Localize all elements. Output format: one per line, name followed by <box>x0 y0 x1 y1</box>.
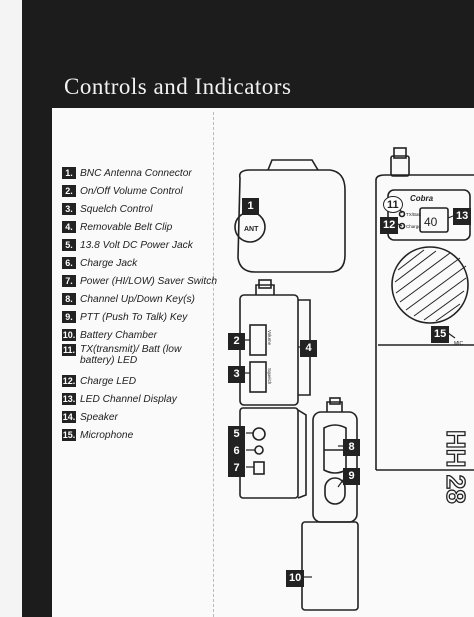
legend-item: 14. Speaker <box>62 408 212 426</box>
legend-number: 2. <box>62 185 76 197</box>
header-band <box>22 0 474 108</box>
legend-number: 3. <box>62 203 76 215</box>
legend-item: 4. Removable Belt Clip <box>62 218 212 236</box>
legend-item: 1. BNC Antenna Connector <box>62 164 212 182</box>
legend-number: 6. <box>62 257 76 269</box>
legend-item: 12. Charge LED <box>62 372 212 390</box>
legend-number: 10. <box>62 329 76 341</box>
legend-item: 8. Channel Up/Down Key(s) <box>62 290 212 308</box>
legend-item: 15. Microphone <box>62 426 212 444</box>
legend-label: BNC Antenna Connector <box>80 167 192 179</box>
power-switch <box>253 461 265 475</box>
legend-label: Squelch Control <box>80 203 153 215</box>
legend-number: 15. <box>62 429 76 441</box>
legend-label: Speaker <box>80 411 118 423</box>
legend-number: 11. <box>62 344 76 356</box>
legend-item: 13. LED Channel Display <box>62 390 212 408</box>
squelch-label: Squelch <box>267 368 272 385</box>
legend-number: 7. <box>62 275 76 287</box>
left-margin-band <box>22 108 52 617</box>
legend-label: Removable Belt Clip <box>80 221 173 233</box>
speaker-grille <box>391 246 469 324</box>
callout-2: 2 <box>228 333 245 350</box>
callout-5: 5 <box>228 426 245 443</box>
radio-rear-view <box>312 411 358 523</box>
legend-number: 1. <box>62 167 76 179</box>
legend-label: Microphone <box>80 429 134 441</box>
page-title: Controls and Indicators <box>64 74 292 99</box>
legend-label: Charge Jack <box>80 257 138 269</box>
callout-8: 8 <box>343 439 360 456</box>
legend-label: LED Channel Display <box>80 393 177 405</box>
legend-item: 2. On/Off Volume Control <box>62 182 212 200</box>
callout-12: 12 <box>380 217 399 234</box>
callout-15: 15 <box>431 326 450 343</box>
legend-label: Channel Up/Down Key(s) <box>80 293 195 305</box>
callout-1: 1 <box>242 198 259 215</box>
model-mark: HH 28 <box>441 430 471 504</box>
callout-6: 6 <box>228 443 245 460</box>
legend-number: 4. <box>62 221 76 233</box>
legend-item: 7. Power (HI/LOW) Saver Switch <box>62 272 217 290</box>
callout-3: 3 <box>228 366 245 383</box>
legend-label: PTT (Push To Talk) Key <box>80 311 188 323</box>
legend-number: 5. <box>62 239 76 251</box>
legend-item: 9. PTT (Push To Talk) Key <box>62 308 212 326</box>
legend-item: 5. 13.8 Volt DC Power Jack <box>62 236 212 254</box>
battery-chamber <box>301 521 359 611</box>
legend-label: 13.8 Volt DC Power Jack <box>80 239 193 251</box>
legend-number: 14. <box>62 411 76 423</box>
radio-side-view <box>239 294 299 406</box>
column-divider <box>213 112 214 617</box>
legend-label: Power (HI/LOW) Saver Switch <box>80 275 217 287</box>
legend-number: 8. <box>62 293 76 305</box>
led-charge-label: Charge <box>406 224 421 229</box>
legend-label: Battery Chamber <box>80 329 158 341</box>
charge-jack <box>254 445 264 455</box>
callout-11: 11 <box>383 196 403 213</box>
callout-9: 9 <box>343 468 360 485</box>
led-tx-label: TX/Batt <box>406 212 422 217</box>
volume-label: Volume <box>267 330 272 346</box>
legend-label: On/Off Volume Control <box>80 185 183 197</box>
radio-top-view <box>237 169 346 273</box>
legend-label: Charge LED <box>80 375 137 387</box>
speaker-lines <box>394 249 467 322</box>
display-value: 40 <box>424 215 438 229</box>
callout-7: 7 <box>228 460 245 477</box>
legend-item: 3. Squelch Control <box>62 200 212 218</box>
ant-label: ANT <box>244 226 259 233</box>
legend-number: 9. <box>62 311 76 323</box>
mic-label: MIC <box>454 341 464 347</box>
legend-label: TX(transmit)/ Batt (low battery) LED <box>80 344 182 366</box>
channel-display <box>419 207 449 233</box>
callout-10: 10 <box>286 570 305 587</box>
legend-item: 11. TX(transmit)/ Batt (low battery) LED <box>62 344 212 372</box>
legend-item: 10. Battery Chamber <box>62 326 212 344</box>
callout-13: 13 <box>453 208 472 225</box>
legend-number: 12. <box>62 375 76 387</box>
dc-jack <box>252 427 266 441</box>
brand-label: Cobra <box>410 194 434 203</box>
legend-number: 13. <box>62 393 76 405</box>
callout-4: 4 <box>300 340 317 357</box>
controls-legend: 1. BNC Antenna Connector 2. On/Off Volume … <box>62 164 217 444</box>
legend-item: 6. Charge Jack <box>62 254 212 272</box>
